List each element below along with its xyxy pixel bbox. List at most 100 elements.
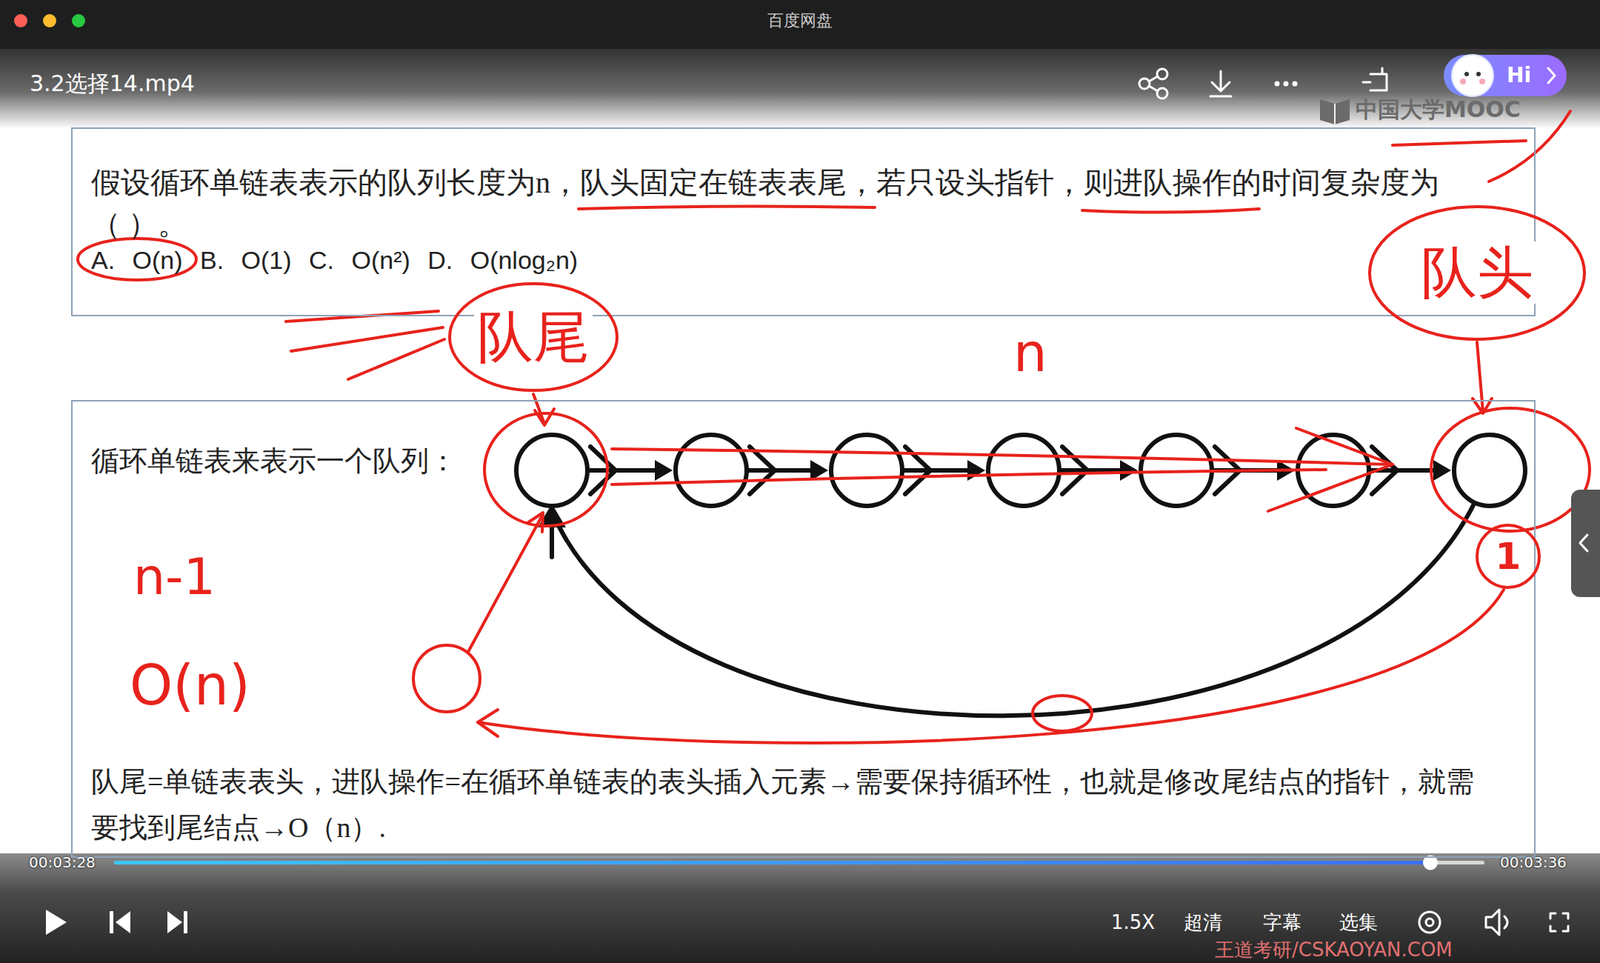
explanation-box: 循环单链表来表示一个队列：队尾=单链表表头，进队操作=在循环单链表的表头插入元素… <box>71 400 1536 858</box>
queue-head-callout: 队头 <box>1367 204 1587 342</box>
side-panel-tab <box>1571 489 1600 598</box>
list-node-circle <box>988 434 1060 506</box>
step-number-circle: 1 <box>1474 522 1542 590</box>
list-link-arrow <box>1060 446 1125 495</box>
list-link-arrow <box>748 446 815 495</box>
assistant-button <box>1443 54 1567 97</box>
list-node-circle <box>831 434 903 506</box>
site-watermark: 王道考研/CSKAOYAN.COM <box>1214 938 1453 961</box>
list-link-arrow <box>588 446 660 495</box>
queue-tail-callout: 队尾 <box>447 281 620 393</box>
volume-icon <box>1485 909 1500 935</box>
share-icon <box>1157 68 1168 80</box>
share-icon <box>1157 88 1168 99</box>
assistant-button <box>1464 71 1469 77</box>
handwritten-note: O(n) <box>129 657 251 713</box>
diagram-caption: 循环单链表来表示一个队列： <box>91 442 1535 479</box>
answer-options: A. O(n) B. O(1) C. O(n²) D. O(nlog₂n) <box>91 245 1535 275</box>
list-link-arrow <box>1120 460 1138 481</box>
red-annotation-chain <box>413 342 1590 743</box>
red-annotation-chain <box>484 413 608 526</box>
subtitle-button: 字幕 <box>1262 910 1302 935</box>
more-icon <box>1274 81 1280 87</box>
red-annotation <box>285 311 445 380</box>
window-title-bar <box>71 14 86 28</box>
book-logo <box>1320 99 1350 125</box>
book-logo <box>1334 103 1336 125</box>
download-icon <box>1210 71 1232 97</box>
play-button <box>45 909 67 935</box>
window-title-bar <box>0 0 1600 49</box>
share-icon <box>1139 68 1168 99</box>
previous-button <box>115 911 131 934</box>
red-annotation-chain <box>1472 342 1492 414</box>
platform-watermark: 中国大学MOOC <box>1355 96 1521 123</box>
window-title-bar <box>14 14 28 28</box>
player-top-overlay <box>0 48 1600 128</box>
circular-back-link <box>551 503 1475 716</box>
pin-icon <box>1362 68 1387 91</box>
step-number-circle-outline <box>1477 525 1540 588</box>
next-button <box>167 911 188 934</box>
assistant-button <box>1548 68 1555 83</box>
side-panel-tab <box>1571 489 1600 598</box>
assistant-button <box>1443 54 1567 97</box>
list-node-circle <box>516 434 588 506</box>
previous-button <box>109 911 114 934</box>
download-icon <box>1210 71 1232 97</box>
next-button <box>167 911 183 934</box>
previous-button <box>109 911 131 934</box>
red-annotation-chain <box>1032 695 1092 732</box>
list-node-circle <box>675 434 747 506</box>
volume-icon <box>1485 909 1508 935</box>
list-link-arrow <box>588 446 1452 495</box>
app-title: 百度网盘 <box>767 10 833 32</box>
more-icon <box>1274 81 1298 87</box>
red-annotation-chain <box>611 448 1393 465</box>
red-annotation-chain <box>533 394 555 426</box>
player-top-overlay <box>0 48 1600 128</box>
settings-icon <box>1419 911 1440 933</box>
handwritten-note: n-1 <box>133 551 216 603</box>
settings-icon <box>1419 911 1440 933</box>
red-annotation-chain <box>611 469 1326 485</box>
handwritten-note: 队头 <box>1417 241 1537 304</box>
assistant-button <box>1479 78 1486 85</box>
window-title-bar <box>42 14 57 28</box>
red-annotation <box>1082 208 1260 213</box>
share-icon <box>1148 76 1158 92</box>
more-icon <box>1283 81 1289 87</box>
player-control-bar <box>0 853 1600 963</box>
handwritten-note: n <box>1013 325 1048 380</box>
book-logo <box>1320 99 1350 125</box>
list-link-arrow <box>654 460 673 481</box>
assistant-button <box>1460 78 1466 85</box>
assistant-button-text: Hi <box>1506 62 1532 89</box>
question-box: 假设循环单链表表示的队列长度为n，队头固定在链表表尾，若只设头指针，则进队操作的… <box>71 127 1536 317</box>
player-control-bar <box>0 853 1600 963</box>
fullscreen-icon <box>1550 913 1569 932</box>
red-annotation-chain <box>468 512 543 652</box>
settings-icon <box>1425 918 1434 926</box>
queue-head-callout-outline <box>1369 206 1585 340</box>
next-button <box>183 911 188 934</box>
quality-button: 超清 <box>1183 910 1223 935</box>
progress-bar <box>114 860 1485 865</box>
callout-number: 1 <box>1495 536 1522 578</box>
red-annotation-chain <box>413 645 480 712</box>
red-annotation-chain <box>1268 428 1393 512</box>
red-annotation-chain <box>477 589 1504 743</box>
play-button <box>45 909 67 935</box>
pin-icon <box>1362 68 1387 91</box>
progress-bar <box>114 860 1431 865</box>
circular-back-link <box>537 503 1475 716</box>
video-title: 3.2选择14.mp4 <box>29 70 195 98</box>
handwritten-note: 队尾 <box>474 305 593 369</box>
fullscreen-icon <box>1550 913 1569 932</box>
elapsed-time: 00:03:28 <box>28 852 96 872</box>
list-link-arrow <box>967 460 986 481</box>
red-annotation <box>1392 140 1526 146</box>
question-text: 假设循环单链表表示的队列长度为n，队头固定在链表表尾，若只设头指针，则进队操作的… <box>91 162 1462 246</box>
red-annotation <box>578 205 875 209</box>
side-panel-tab <box>1580 534 1588 552</box>
